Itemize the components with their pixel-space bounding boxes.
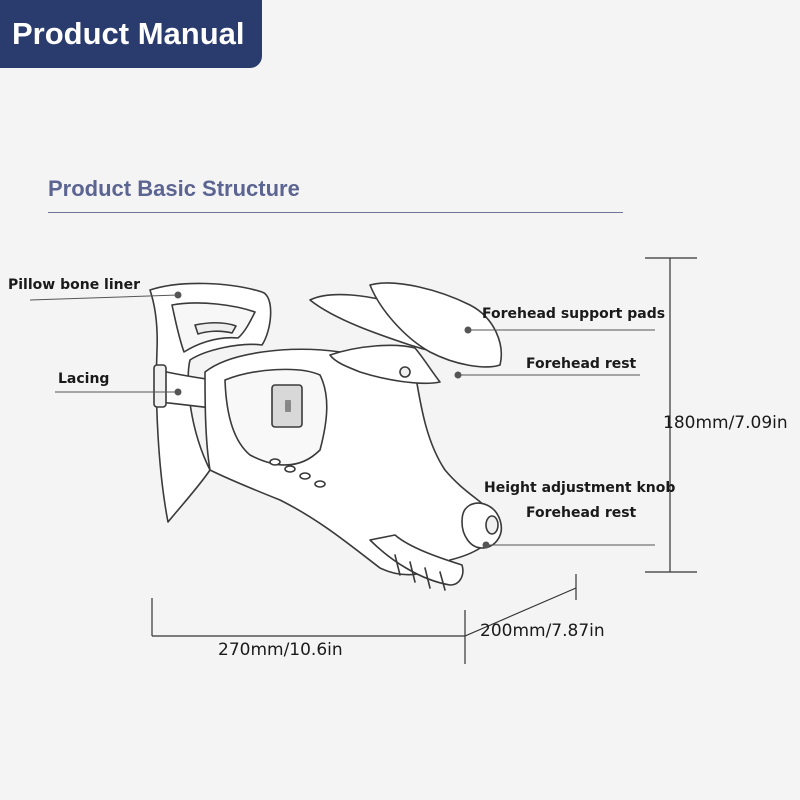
label-height-adjustment-knob: Height adjustment knob [484,480,676,496]
callout-dot-forehead-pads [464,326,472,334]
callout-dot-forehead-rest-lower [482,541,490,549]
callout-dot-pillow-liner [174,291,182,299]
label-forehead-support-pads: Forehead support pads [482,306,666,322]
dimension-depth: 200mm/7.87in [480,621,605,641]
depth-dim-line [464,587,577,637]
callout-dot-lacing [174,388,182,396]
label-forehead-rest-upper: Forehead rest [526,356,637,372]
label-forehead-rest-lower: Forehead rest [526,505,637,521]
label-pillow-bone-liner: Pillow bone liner [8,277,141,293]
label-lacing: Lacing [58,371,110,387]
height-adjustment-knob [461,502,502,549]
section-divider [48,212,623,213]
arm-pivot [399,366,411,378]
dimension-height: 180mm/7.09in [663,413,788,433]
lacing-buckle [153,364,167,408]
forehead-rest-arm [329,344,441,385]
product-manual-banner: Product Manual [0,0,262,68]
liner-slot [194,322,237,335]
forehead-support-pad-front [369,282,502,368]
dimension-width: 270mm/10.6in [218,640,343,660]
callout-dot-forehead-rest-upper [454,371,462,379]
callout-line-pillow-liner [29,294,179,301]
section-title: Product Basic Structure [48,176,300,201]
